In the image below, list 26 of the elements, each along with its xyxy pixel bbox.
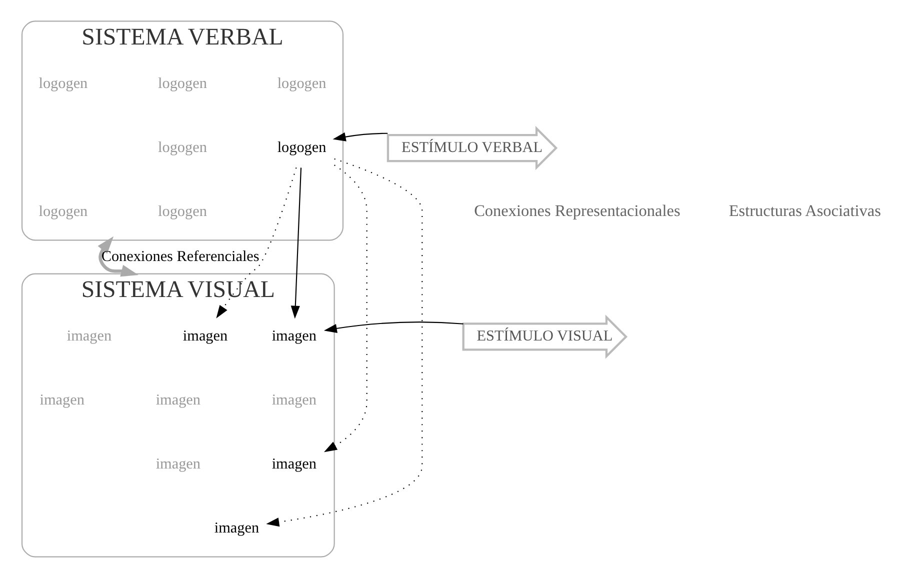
node-text: logogen — [158, 75, 206, 92]
node-text: imagen — [271, 456, 316, 473]
arrow — [323, 164, 367, 452]
node-text: logogen — [158, 203, 206, 220]
label: Conexiones Representacionales — [474, 202, 680, 220]
node-text: logogen — [38, 75, 88, 92]
arrow — [216, 167, 296, 318]
node-text: imagen — [155, 456, 200, 473]
node-text: imagen — [39, 392, 84, 409]
edge-label: Conexiones Referenciales — [100, 248, 259, 266]
node-text: logogen — [158, 139, 206, 156]
arrow — [266, 158, 422, 527]
label: Estructuras Asociativas — [728, 202, 880, 220]
arrow — [290, 168, 302, 319]
node-text: logogen — [276, 139, 326, 156]
arrow — [97, 236, 138, 277]
node-text: imagen — [271, 392, 316, 409]
node-text: imagen — [155, 392, 200, 409]
node-text: logogen — [38, 203, 88, 220]
node-text: imagen — [214, 520, 259, 537]
arrow — [323, 322, 463, 333]
node-text: logogen — [276, 75, 326, 92]
node-text: imagen — [66, 328, 112, 345]
node-text: imagen — [271, 328, 316, 345]
node-text: imagen — [182, 328, 228, 345]
arrow — [332, 132, 388, 142]
